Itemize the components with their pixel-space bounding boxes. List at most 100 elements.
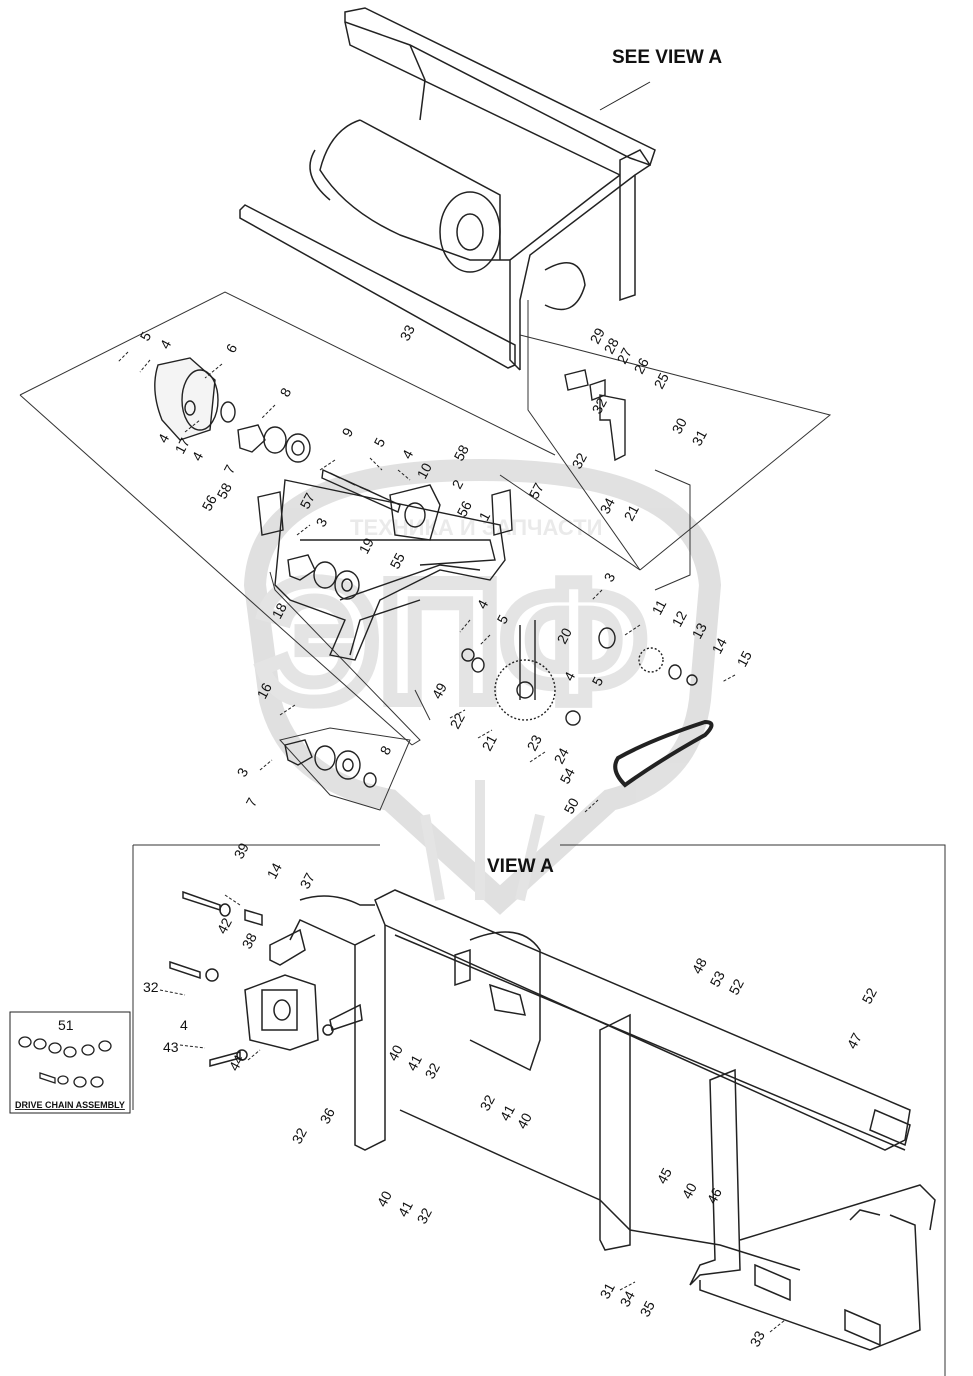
callout-7b: 7: [243, 795, 261, 810]
callout-39: 39: [231, 840, 253, 861]
callout-9: 9: [339, 425, 357, 440]
callout-10: 10: [414, 460, 436, 481]
callout-48: 48: [689, 955, 711, 976]
callout-32g: 32: [414, 1205, 436, 1226]
callout-31a: 31: [689, 427, 711, 448]
callout-29: 29: [587, 325, 609, 346]
callout-40c: 40: [679, 1180, 701, 1201]
callout-58a: 58: [214, 480, 236, 501]
callout-8b: 8: [377, 743, 395, 758]
callout-32b: 32: [569, 450, 591, 471]
callout-32c: 32: [143, 979, 159, 995]
view-a-frame: [132, 844, 946, 1376]
callout-37: 37: [297, 870, 319, 891]
callouts: 5 4 6 8 4 17 4 7 9 5 4 58 57 10 2 58 57 …: [58, 322, 880, 1349]
callout-50: 50: [561, 795, 583, 816]
callout-51: 51: [58, 1017, 74, 1033]
callout-34a: 34: [597, 495, 619, 516]
callout-4g: 4: [180, 1017, 188, 1033]
callout-30: 30: [669, 415, 691, 436]
callout-32a: 32: [589, 395, 611, 416]
exploded-parts: [154, 357, 714, 788]
callout-47: 47: [844, 1030, 866, 1051]
callout-26: 26: [631, 355, 653, 376]
callout-18: 18: [269, 600, 291, 621]
callout-4a: 4: [157, 337, 175, 352]
drive-chain-title: DRIVE CHAIN ASSEMBLY: [15, 1100, 125, 1110]
callout-6: 6: [223, 341, 241, 356]
callout-43: 43: [163, 1039, 179, 1055]
callout-57b: 57: [526, 480, 548, 501]
callout-52a: 52: [726, 976, 748, 997]
view-a-rear-frame: [289, 889, 936, 1351]
housing-top: [239, 7, 656, 371]
callout-11: 11: [649, 597, 670, 618]
callout-32e: 32: [422, 1060, 444, 1081]
callout-20: 20: [554, 625, 576, 646]
callout-13: 13: [689, 620, 711, 641]
callout-24: 24: [551, 745, 573, 766]
callout-34b: 34: [617, 1288, 639, 1309]
callout-40b: 40: [514, 1110, 536, 1131]
callout-33b: 33: [747, 1328, 769, 1349]
callout-4b: 4: [155, 431, 173, 446]
callout-45: 45: [654, 1165, 676, 1186]
callout-4d: 4: [399, 447, 417, 462]
watermark-logo-text: ЭПФ: [258, 547, 646, 737]
drive-chain-inset: DRIVE CHAIN ASSEMBLY: [9, 1011, 131, 1114]
leader-lines: [117, 351, 786, 1333]
callout-58b: 58: [451, 442, 473, 463]
callout-41b: 41: [497, 1102, 519, 1123]
callout-36: 36: [317, 1105, 339, 1126]
callout-4c: 4: [189, 449, 207, 464]
callout-44: 44: [226, 1052, 248, 1073]
callout-25: 25: [651, 370, 673, 391]
callout-31b: 31: [597, 1280, 619, 1301]
callout-22: 22: [447, 710, 469, 731]
callout-56b: 56: [454, 498, 476, 519]
callout-40d: 40: [374, 1188, 396, 1209]
callout-57a: 57: [297, 490, 319, 511]
callout-7a: 7: [221, 462, 239, 477]
callout-12: 12: [669, 608, 691, 629]
callout-54: 54: [557, 765, 579, 786]
callout-40a: 40: [385, 1042, 407, 1063]
callout-5a: 5: [137, 329, 155, 344]
callout-41c: 41: [395, 1198, 417, 1219]
callout-17: 17: [172, 435, 194, 456]
callout-28: 28: [601, 335, 623, 356]
callout-8a: 8: [277, 385, 295, 400]
callout-27: 27: [614, 345, 636, 366]
callout-32f: 32: [477, 1092, 499, 1113]
callout-14b: 14: [264, 860, 286, 881]
exploded-frame: [19, 291, 832, 811]
callout-56a: 56: [199, 492, 221, 513]
watermark-logo: ТЕХНИКА И ЗАПЧАСТИ ЭПФ: [243, 458, 722, 915]
callout-41a: 41: [404, 1052, 426, 1073]
callout-46: 46: [704, 1185, 726, 1206]
callout-32d: 32: [289, 1125, 311, 1146]
callout-55: 55: [387, 550, 409, 571]
watermark-text: ТЕХНИКА И ЗАПЧАСТИ: [350, 515, 602, 540]
callout-35: 35: [637, 1298, 659, 1319]
view-a-title: VIEW A: [487, 856, 554, 877]
callout-38: 38: [239, 930, 261, 951]
callout-21b: 21: [621, 502, 643, 523]
callout-16: 16: [254, 680, 276, 701]
callout-14a: 14: [709, 635, 731, 656]
callout-3c: 3: [234, 765, 252, 780]
callout-52b: 52: [859, 985, 881, 1006]
callout-49: 49: [429, 680, 451, 701]
callout-42: 42: [214, 915, 236, 936]
callout-15: 15: [734, 648, 756, 669]
callout-19: 19: [356, 535, 378, 556]
callout-21a: 21: [479, 732, 501, 753]
callout-33a: 33: [397, 322, 419, 343]
view-a-motor-mount: [169, 890, 363, 1067]
callout-3a: 3: [313, 515, 331, 530]
callout-5b: 5: [371, 435, 389, 450]
callout-23: 23: [524, 732, 546, 753]
see-view-a-title: SEE VIEW A: [612, 47, 722, 68]
callout-53: 53: [707, 968, 729, 989]
